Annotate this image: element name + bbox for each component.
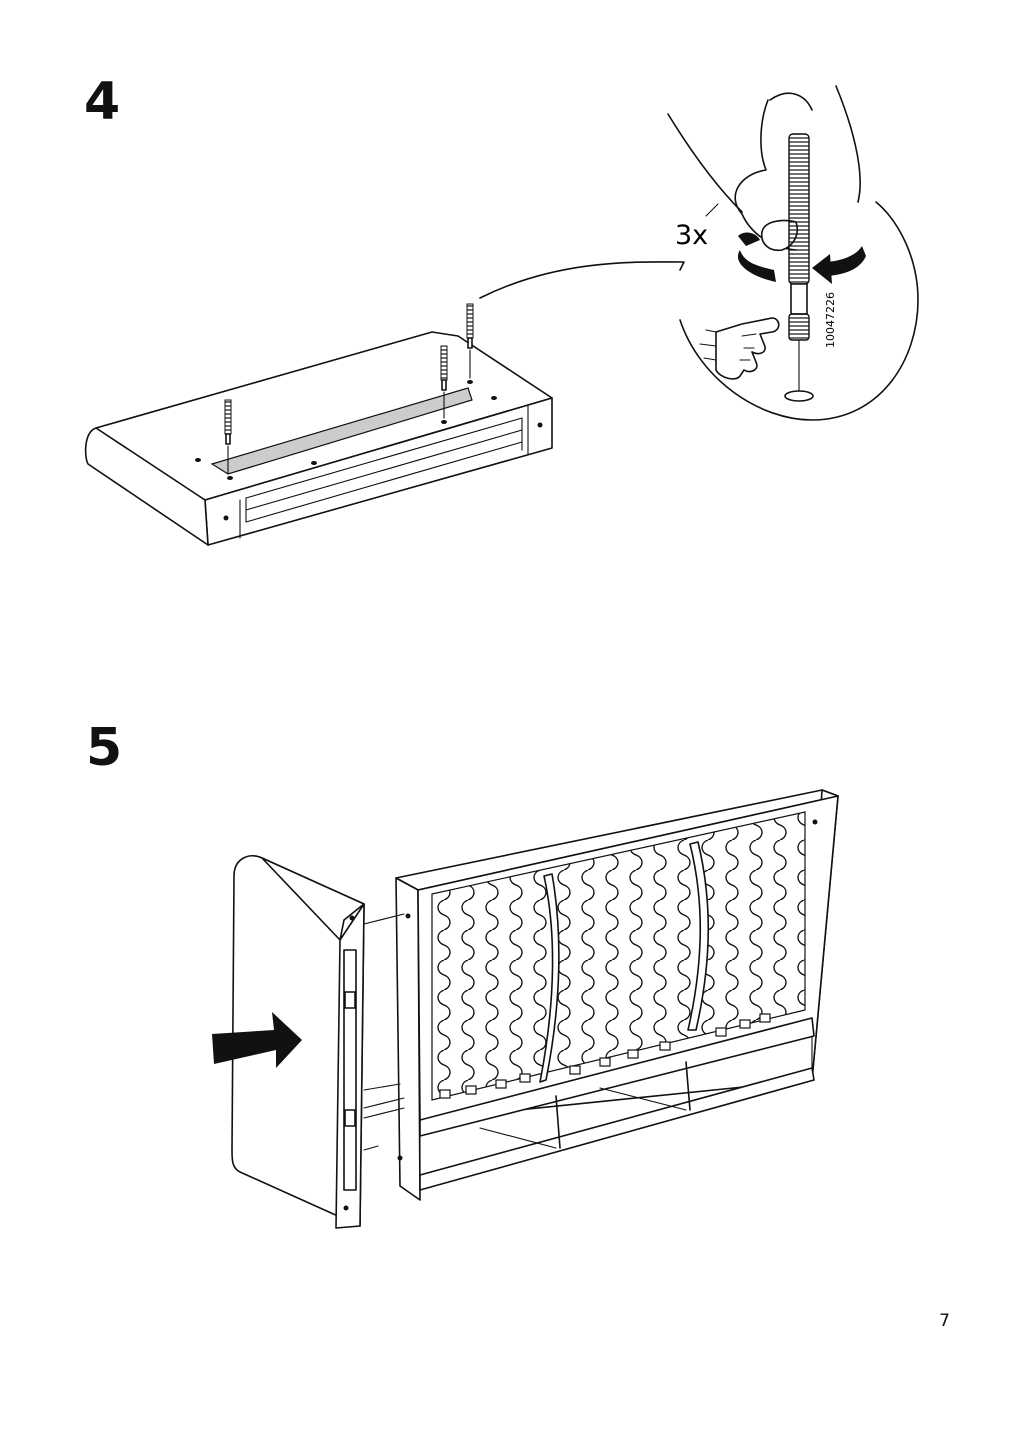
step-5-sofa-frame <box>395 789 839 1201</box>
page-number: 7 <box>939 1311 950 1331</box>
push-arrow-icon <box>212 1012 302 1068</box>
step-5-number: 5 <box>86 718 123 778</box>
step-4-screws <box>224 303 474 475</box>
step-4-detail-callout: 3x 10047226 <box>479 85 919 421</box>
step-4-seat-frame <box>84 331 553 546</box>
step-4-number: 4 <box>84 72 121 132</box>
quantity-label: 3x <box>675 220 708 251</box>
part-number: 10047226 <box>824 292 837 348</box>
